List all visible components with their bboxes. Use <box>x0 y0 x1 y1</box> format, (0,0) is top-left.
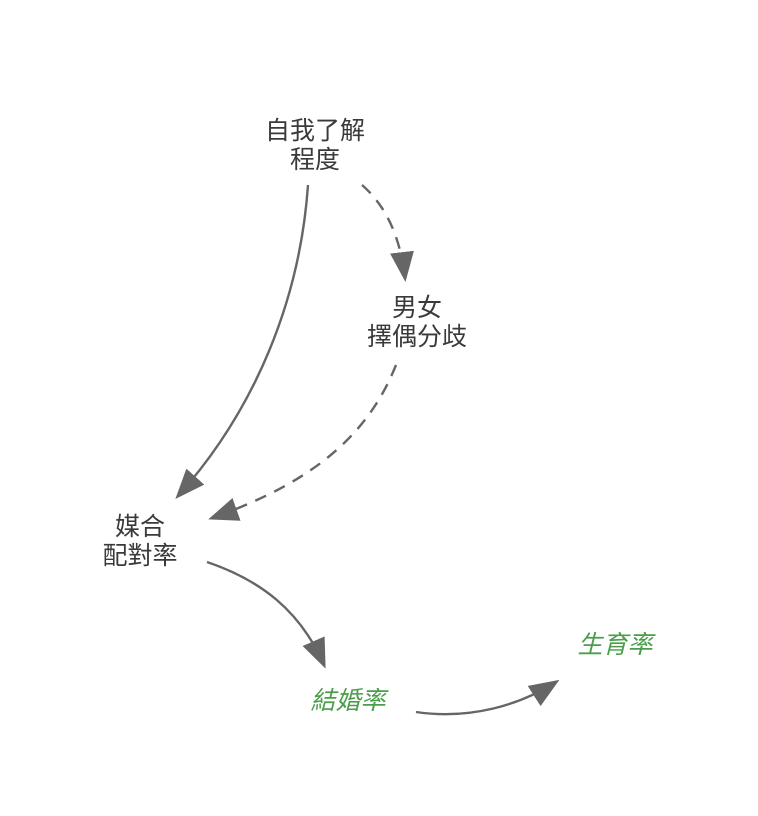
node-gender-divergence: 男女 擇偶分歧 <box>342 293 492 351</box>
node-self-knowledge-line-1: 自我了解 <box>264 116 365 145</box>
node-gender-divergence-line-2: 擇偶分歧 <box>366 322 467 351</box>
node-self-knowledge: 自我了解 程度 <box>240 116 390 174</box>
node-self-knowledge-line-2: 程度 <box>289 145 340 174</box>
link-matching-rate-to-marriage-rate <box>206 560 326 669</box>
node-matching-rate-line-1: 媒合 <box>114 512 165 541</box>
link-self-knowledge-to-matching-rate <box>175 184 310 499</box>
link-gender-divergence-to-matching-rate <box>208 364 398 521</box>
node-fertility-rate: 生育率 <box>555 630 675 659</box>
node-gender-divergence-line-1: 男女 <box>391 293 442 322</box>
node-matching-rate-line-2: 配對率 <box>102 541 178 570</box>
node-marriage-rate: 結婚率 <box>288 686 408 715</box>
link-self-knowledge-to-gender-divergence <box>361 184 414 282</box>
node-matching-rate: 媒合 配對率 <box>80 512 200 570</box>
node-fertility-rate-label: 生育率 <box>577 630 653 659</box>
link-marriage-rate-to-fertility-rate <box>415 679 560 716</box>
node-marriage-rate-label: 結婚率 <box>310 686 386 715</box>
